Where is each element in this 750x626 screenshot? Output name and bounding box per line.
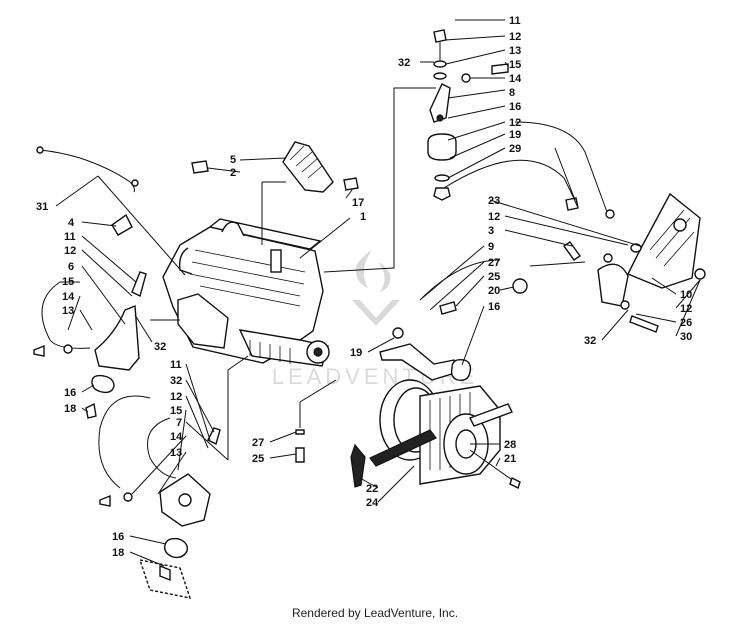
callout-9: 9	[488, 241, 494, 253]
callout-14: 14	[509, 73, 522, 85]
callout-1: 1	[360, 211, 366, 223]
callout-12: 12	[509, 31, 521, 43]
callout-32: 32	[154, 341, 166, 353]
callout-26: 26	[680, 317, 692, 329]
callout-25: 25	[252, 453, 264, 465]
callout-15: 15	[509, 59, 521, 71]
callout-13: 13	[62, 305, 74, 317]
callout-28: 28	[504, 439, 516, 451]
callout-13: 13	[170, 447, 182, 459]
callout-12: 12	[64, 245, 76, 257]
callout-23: 23	[488, 195, 500, 207]
callout-13: 13	[509, 45, 521, 57]
center-bracket	[379, 259, 528, 382]
callout-14: 14	[170, 431, 183, 443]
callout-18: 18	[112, 547, 124, 559]
callout-11: 11	[170, 359, 182, 371]
callout-10: 10	[680, 289, 692, 301]
cable-31	[39, 149, 135, 193]
callout-29: 29	[509, 143, 521, 155]
callout-22: 22	[366, 483, 378, 495]
callout-4: 4	[68, 217, 75, 229]
callout-19: 19	[350, 347, 362, 359]
callout-32: 32	[170, 375, 182, 387]
callout-labels: 11 12 32 13 15 14 8 16 12 19 29 5 2 17 1…	[36, 15, 692, 559]
callout-24: 24	[366, 497, 379, 509]
drive-clutch	[350, 379, 521, 489]
isolator-stack	[427, 29, 509, 201]
callout-27: 27	[488, 257, 500, 269]
callout-16: 16	[509, 101, 521, 113]
clip-17	[343, 177, 359, 191]
callout-27: 27	[252, 437, 264, 449]
callout-32: 32	[584, 335, 596, 347]
callout-21: 21	[504, 453, 516, 465]
leader-lines	[55, 19, 701, 567]
callout-16: 16	[488, 301, 500, 313]
callout-31: 31	[36, 201, 48, 213]
callout-17: 17	[352, 197, 364, 209]
callout-2: 2	[230, 167, 236, 179]
callout-19: 19	[509, 129, 521, 141]
callout-15: 15	[62, 276, 74, 288]
callout-14: 14	[62, 291, 75, 303]
callout-15: 15	[170, 405, 182, 417]
right-mount-bracket	[529, 192, 706, 333]
callout-20: 20	[488, 285, 500, 297]
clip-2	[191, 160, 209, 174]
left-upper-mount	[33, 271, 147, 419]
cover-plate-5	[191, 141, 359, 193]
callout-30: 30	[680, 331, 692, 343]
callout-6: 6	[68, 261, 74, 273]
callout-8: 8	[509, 87, 515, 99]
callout-7: 7	[176, 417, 182, 429]
callout-12: 12	[680, 303, 692, 315]
callout-12: 12	[509, 117, 521, 129]
callout-25: 25	[488, 271, 500, 283]
callout-32: 32	[398, 57, 410, 69]
bracket-4	[111, 213, 133, 236]
callout-18: 18	[64, 403, 76, 415]
callout-12: 12	[488, 211, 500, 223]
callout-11: 11	[64, 231, 76, 243]
engine-assembly	[162, 218, 330, 367]
callout-12: 12	[170, 391, 182, 403]
callout-11: 11	[509, 15, 521, 27]
callout-3: 3	[488, 225, 494, 237]
footer-credit: Rendered by LeadVenture, Inc.	[291, 606, 459, 620]
callout-16: 16	[112, 531, 124, 543]
left-lower-mount	[98, 395, 221, 599]
callout-5: 5	[230, 154, 236, 166]
callout-16: 16	[64, 387, 76, 399]
